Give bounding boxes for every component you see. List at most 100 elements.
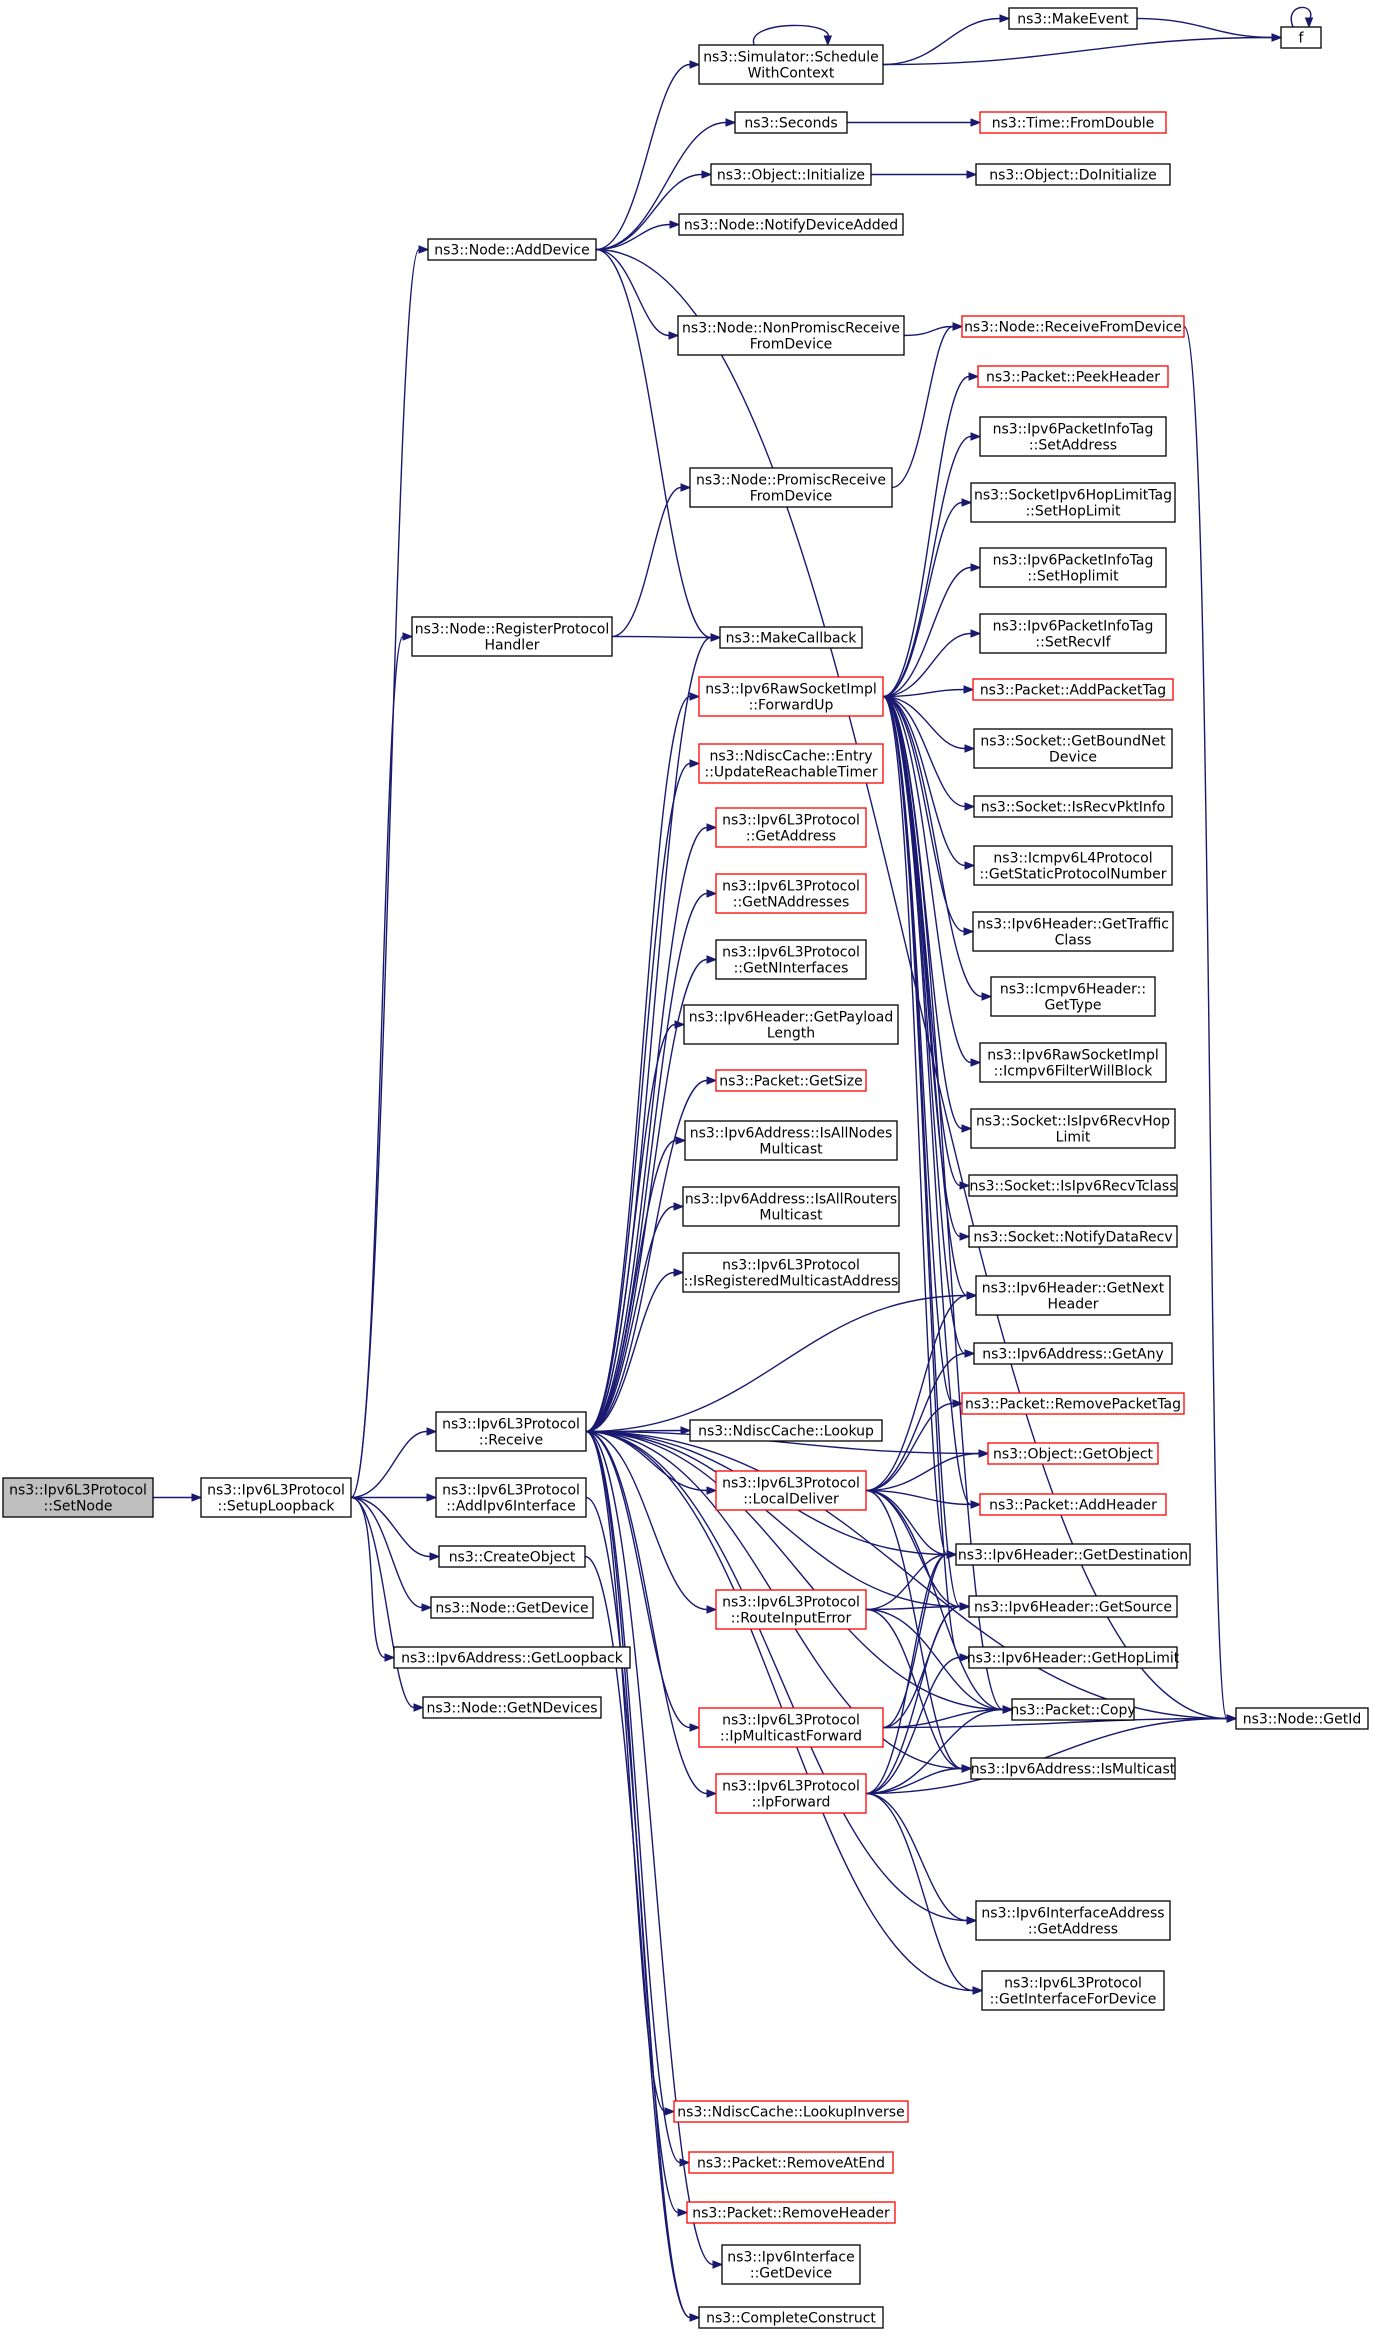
edge-arrowhead (402, 632, 414, 641)
node-getsource[interactable]: ns3::Ipv6Header::GetSource (968, 1595, 1178, 1618)
node-f[interactable]: f (1280, 26, 1322, 49)
edge-line (882, 632, 972, 698)
edge-arrowhead (413, 1703, 425, 1712)
node-getiffordev[interactable]: ns3::Ipv6L3Protocol::GetInterfaceForDevi… (981, 1970, 1165, 2011)
node-adddevice[interactable]: ns3::Node::AddDevice (427, 238, 597, 261)
node-pktcopy[interactable]: ns3::Packet::Copy (1010, 1698, 1136, 1721)
edge-seconds-to-fromdouble (847, 118, 982, 127)
node-getobject[interactable]: ns3::Object::GetObject (987, 1442, 1159, 1465)
node-label: ns3::Node::GetDevice (435, 1601, 588, 1617)
node-getany[interactable]: ns3::Ipv6Address::GetAny (973, 1342, 1173, 1365)
node-ipforward[interactable]: ns3::Ipv6L3Protocol::IpForward (715, 1773, 867, 1814)
node-fromdouble[interactable]: ns3::Time::FromDouble (979, 111, 1167, 134)
node-label: ns3::Socket::IsRecvPktInfo (981, 800, 1165, 816)
node-pktgetsize[interactable]: ns3::Packet::GetSize (715, 1069, 867, 1092)
node-label: ns3::Ipv6L3Protocol (722, 945, 860, 961)
node-getninterfaces[interactable]: ns3::Ipv6L3Protocol::GetNInterfaces (715, 939, 867, 980)
node-getloopback[interactable]: ns3::Ipv6Address::GetLoopback (393, 1646, 631, 1669)
node-gethoplimit[interactable]: ns3::Ipv6Header::GetHopLimit (967, 1646, 1180, 1669)
node-hoplimittag[interactable]: ns3::SocketIpv6HopLimitTag::SetHopLimit (970, 482, 1176, 523)
node-label: ns3::Ipv6Header::GetPayload (689, 1010, 893, 1026)
edge-arrowhead (823, 35, 833, 47)
node-recvfromdev[interactable]: ns3::Node::ReceiveFromDevice (961, 315, 1185, 338)
node-isrecvpktinfo[interactable]: ns3::Socket::IsRecvPktInfo (973, 795, 1173, 818)
node-completeconstruct[interactable]: ns3::CompleteConstruct (698, 2306, 884, 2329)
node-lookupinverse[interactable]: ns3::NdiscCache::LookupInverse (673, 2100, 909, 2123)
node-addipv6if[interactable]: ns3::Ipv6L3Protocol::AddIpv6Interface (435, 1477, 587, 1518)
node-icmpgetstatic[interactable]: ns3::Icmpv6L4Protocol::GetStaticProtocol… (973, 845, 1173, 886)
node-box (975, 1900, 1171, 1941)
node-box (970, 482, 1176, 523)
edge-ipforward-to-getiffordev (865, 1792, 984, 1995)
node-label: ::SetupLoopback (217, 1499, 335, 1515)
node-label: ns3::Ipv6L3Protocol (722, 813, 860, 829)
node-ndiscupdate[interactable]: ns3::NdiscCache::Entry::UpdateReachableT… (698, 743, 884, 784)
edge-arrowhead (191, 1493, 203, 1502)
edge-receive-to-isallrouters (585, 1202, 685, 1433)
node-ipmcastfwd[interactable]: ns3::Ipv6L3Protocol::IpMulticastForward (698, 1707, 884, 1748)
node-isrecvtclass[interactable]: ns3::Socket::IsIpv6RecvTclass (968, 1174, 1178, 1197)
node-notifydevadded[interactable]: ns3::Node::NotifyDeviceAdded (678, 213, 904, 236)
node-pinfosetaddr[interactable]: ns3::Ipv6PacketInfoTag::SetAddress (979, 416, 1167, 457)
edge-arrowhead (981, 992, 993, 1001)
node-label: ::GetInterfaceForDevice (990, 1992, 1157, 2008)
node-routeinerr[interactable]: ns3::Ipv6L3Protocol::RouteInputError (715, 1589, 867, 1630)
node-box (734, 111, 848, 134)
edge-arrowhead (701, 170, 713, 179)
node-receive[interactable]: ns3::Ipv6L3Protocol::Receive (435, 1411, 587, 1452)
node-nodegetid[interactable]: ns3::Node::GetId (1235, 1707, 1369, 1730)
edge-line (865, 1452, 980, 1492)
node-peekheader[interactable]: ns3::Packet::PeekHeader (977, 365, 1169, 388)
node-getdest[interactable]: ns3::Ipv6Header::GetDestination (955, 1543, 1191, 1566)
node-ifaddrgetaddr[interactable]: ns3::Ipv6InterfaceAddress::GetAddress (975, 1900, 1171, 1941)
node-box (200, 1477, 352, 1518)
node-setuploop[interactable]: ns3::Ipv6L3Protocol::SetupLoopback (200, 1477, 352, 1518)
node-addpackettag[interactable]: ns3::Packet::AddPacketTag (972, 678, 1174, 701)
node-notifydatarecv[interactable]: ns3::Socket::NotifyDataRecv (968, 1225, 1178, 1248)
node-seconds[interactable]: ns3::Seconds (734, 111, 848, 134)
node-ndisclookup[interactable]: ns3::NdiscCache::Lookup (689, 1419, 883, 1442)
node-localdeliver[interactable]: ns3::Ipv6L3Protocol::LocalDeliver (715, 1470, 867, 1511)
node-setnode[interactable]: ns3::Ipv6L3Protocol::SetNode (2, 1477, 154, 1518)
node-pinfosetrecvif[interactable]: ns3::Ipv6PacketInfoTag::SetRecvIf (979, 613, 1167, 654)
node-getnaddresses[interactable]: ns3::Ipv6L3Protocol::GetNAddresses (715, 873, 867, 914)
node-box (688, 2151, 894, 2174)
node-addheader[interactable]: ns3::Packet::AddHeader (979, 1493, 1167, 1516)
node-removepackettag[interactable]: ns3::Packet::RemovePacketTag (961, 1392, 1185, 1415)
node-pinfosethop[interactable]: ns3::Ipv6PacketInfoTag::SetHoplimit (979, 547, 1167, 588)
node-box (987, 1442, 1159, 1465)
node-label: Multicast (759, 1142, 823, 1158)
node-doinit[interactable]: ns3::Object::DoInitialize (975, 163, 1171, 186)
node-removeatend[interactable]: ns3::Packet::RemoveAtEnd (688, 2151, 894, 2174)
node-label: ns3::Node::AddDevice (434, 243, 589, 259)
node-createobject[interactable]: ns3::CreateObject (438, 1545, 586, 1568)
node-box (435, 1411, 587, 1452)
node-icmpgettype[interactable]: ns3::Icmpv6Header::GetType (990, 976, 1156, 1017)
node-icmpfilter[interactable]: ns3::Ipv6RawSocketImpl::Icmpv6FilterWill… (979, 1042, 1167, 1083)
edge-adddevice-to-objinit (595, 170, 713, 251)
node-getndevices[interactable]: ns3::Node::GetNDevices (422, 1696, 602, 1719)
node-removeheader[interactable]: ns3::Packet::RemoveHeader (686, 2201, 896, 2224)
node-getaddress[interactable]: ns3::Ipv6L3Protocol::GetAddress (715, 807, 867, 848)
node-ifgetdevice[interactable]: ns3::Ipv6Interface::GetDevice (721, 2244, 861, 2285)
node-rawforwardup[interactable]: ns3::Ipv6RawSocketImpl::ForwardUp (698, 676, 884, 717)
node-objinit[interactable]: ns3::Object::Initialize (710, 163, 872, 186)
node-label: Handler (484, 638, 539, 654)
node-makecallback[interactable]: ns3::MakeCallback (719, 626, 863, 649)
node-nodegetdevice[interactable]: ns3::Node::GetDevice (430, 1596, 594, 1619)
node-makeevent[interactable]: ns3::MakeEvent (1008, 7, 1138, 30)
node-ismulticast[interactable]: ns3::Ipv6Address::IsMulticast (970, 1757, 1176, 1780)
edge-arrowhead (959, 1181, 971, 1190)
node-isregmcast[interactable]: ns3::Ipv6L3Protocol::IsRegisteredMultica… (682, 1252, 900, 1293)
